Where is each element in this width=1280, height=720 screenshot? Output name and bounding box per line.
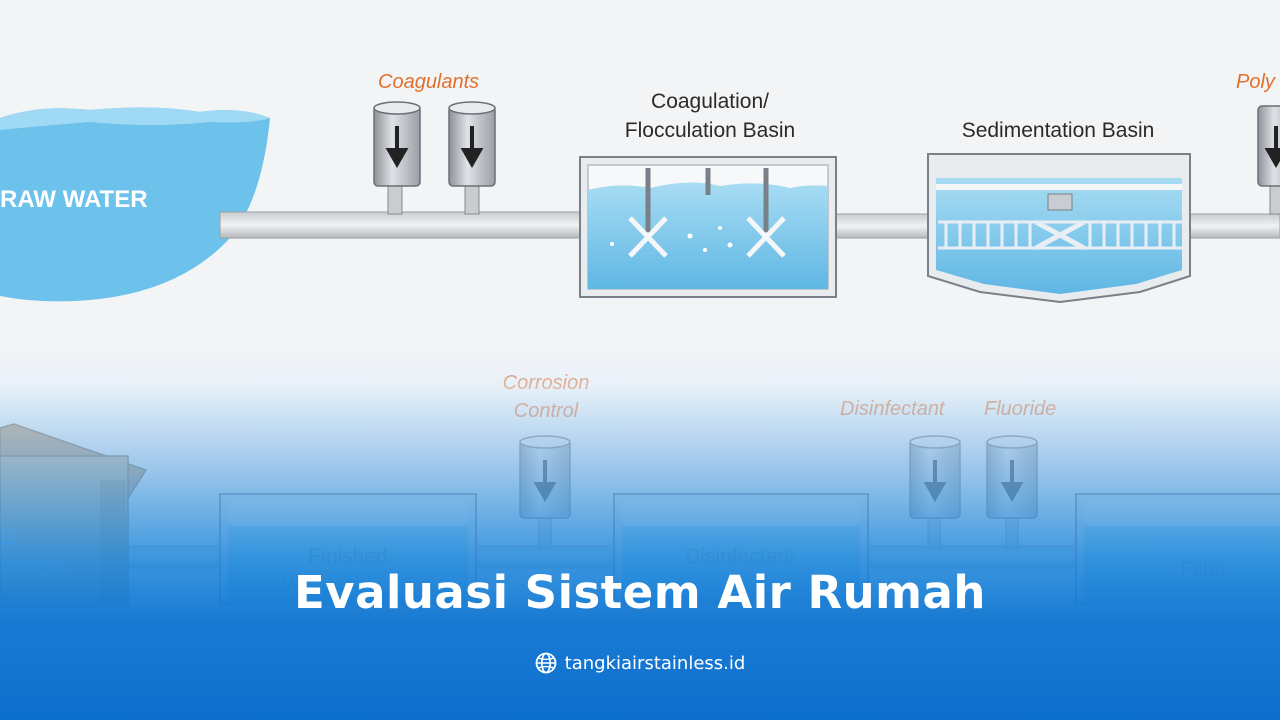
coagulants-label: Coagulants — [378, 71, 479, 93]
disinfectant-label: Disinfectant — [840, 398, 946, 420]
site-url[interactable]: tangkiairstainless.id — [564, 652, 746, 674]
coagulant-feeder-1 — [373, 101, 421, 215]
corrosion-control-label-line1: Corrosion — [503, 372, 590, 394]
sedimentation-label: Sedimentation Basin — [962, 119, 1155, 142]
home-label-line1: E — [0, 524, 15, 549]
polymer-feeder — [1257, 105, 1280, 215]
raw-water-label: RAW WATER — [0, 186, 148, 213]
disinfectant-feeder — [909, 435, 961, 549]
flocculation-label-line2: Flocculation Basin — [625, 119, 795, 142]
site-credit: tangkiairstainless.id — [0, 652, 1280, 674]
banner-title: Evaluasi Sistem Air Rumah — [294, 566, 986, 619]
coagulant-feeder-2 — [448, 101, 496, 215]
globe-icon — [535, 652, 557, 674]
fluoride-label: Fluoride — [984, 398, 1056, 420]
flocculation-basin — [579, 156, 837, 298]
sedimentation-basin — [927, 153, 1191, 304]
polymer-label: Poly — [1236, 71, 1276, 93]
finished-water-label-line1: Finished — [308, 545, 387, 568]
disinfectant-storage-label-line1: Disinfectant — [685, 545, 795, 568]
flocculation-label-line1: Coagulation/ — [651, 90, 769, 113]
corrosion-control-feeder — [519, 435, 571, 549]
fluoride-feeder — [986, 435, 1038, 549]
corrosion-control-label-line2: Control — [514, 400, 579, 422]
